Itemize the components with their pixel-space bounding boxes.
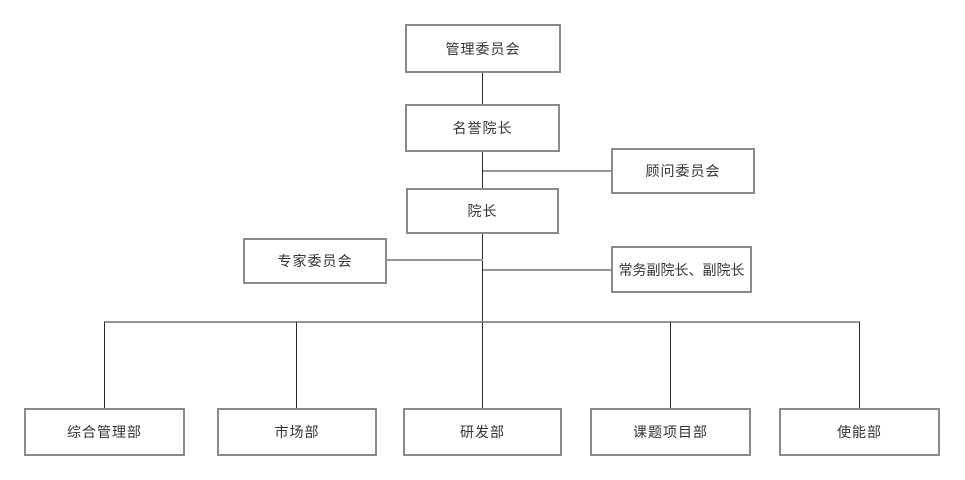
org-node-advisory-committee: 顾问委员会: [611, 148, 755, 194]
connector-branch-vice-deans: [483, 269, 611, 271]
connector-dean-trunk: [482, 234, 483, 322]
org-node-vice-deans: 常务副院长、副院长: [611, 246, 752, 293]
connector-stub-enablement: [859, 322, 860, 408]
connector-stub-marketing: [296, 322, 297, 408]
org-node-enablement-dept: 使能部: [779, 408, 940, 456]
connector-honorary-to-dean: [482, 152, 483, 188]
org-node-marketing-dept: 市场部: [217, 408, 377, 456]
org-node-rd-dept: 研发部: [403, 408, 562, 456]
connector-management-to-honorary: [482, 72, 483, 104]
org-node-honorary-dean: 名誉院长: [405, 104, 560, 152]
connector-stub-project: [670, 322, 671, 408]
connector-branch-advisory-committee: [483, 170, 611, 172]
connector-stub-general-management: [104, 322, 105, 408]
org-node-expert-committee: 专家委员会: [243, 238, 387, 284]
org-node-project-dept: 课题项目部: [590, 408, 751, 456]
connector-stub-rd: [482, 322, 483, 408]
connector-branch-expert-committee: [387, 259, 483, 261]
org-node-general-management-dept: 综合管理部: [24, 408, 185, 456]
org-node-management-committee: 管理委员会: [405, 24, 561, 73]
org-node-dean: 院长: [406, 188, 559, 234]
